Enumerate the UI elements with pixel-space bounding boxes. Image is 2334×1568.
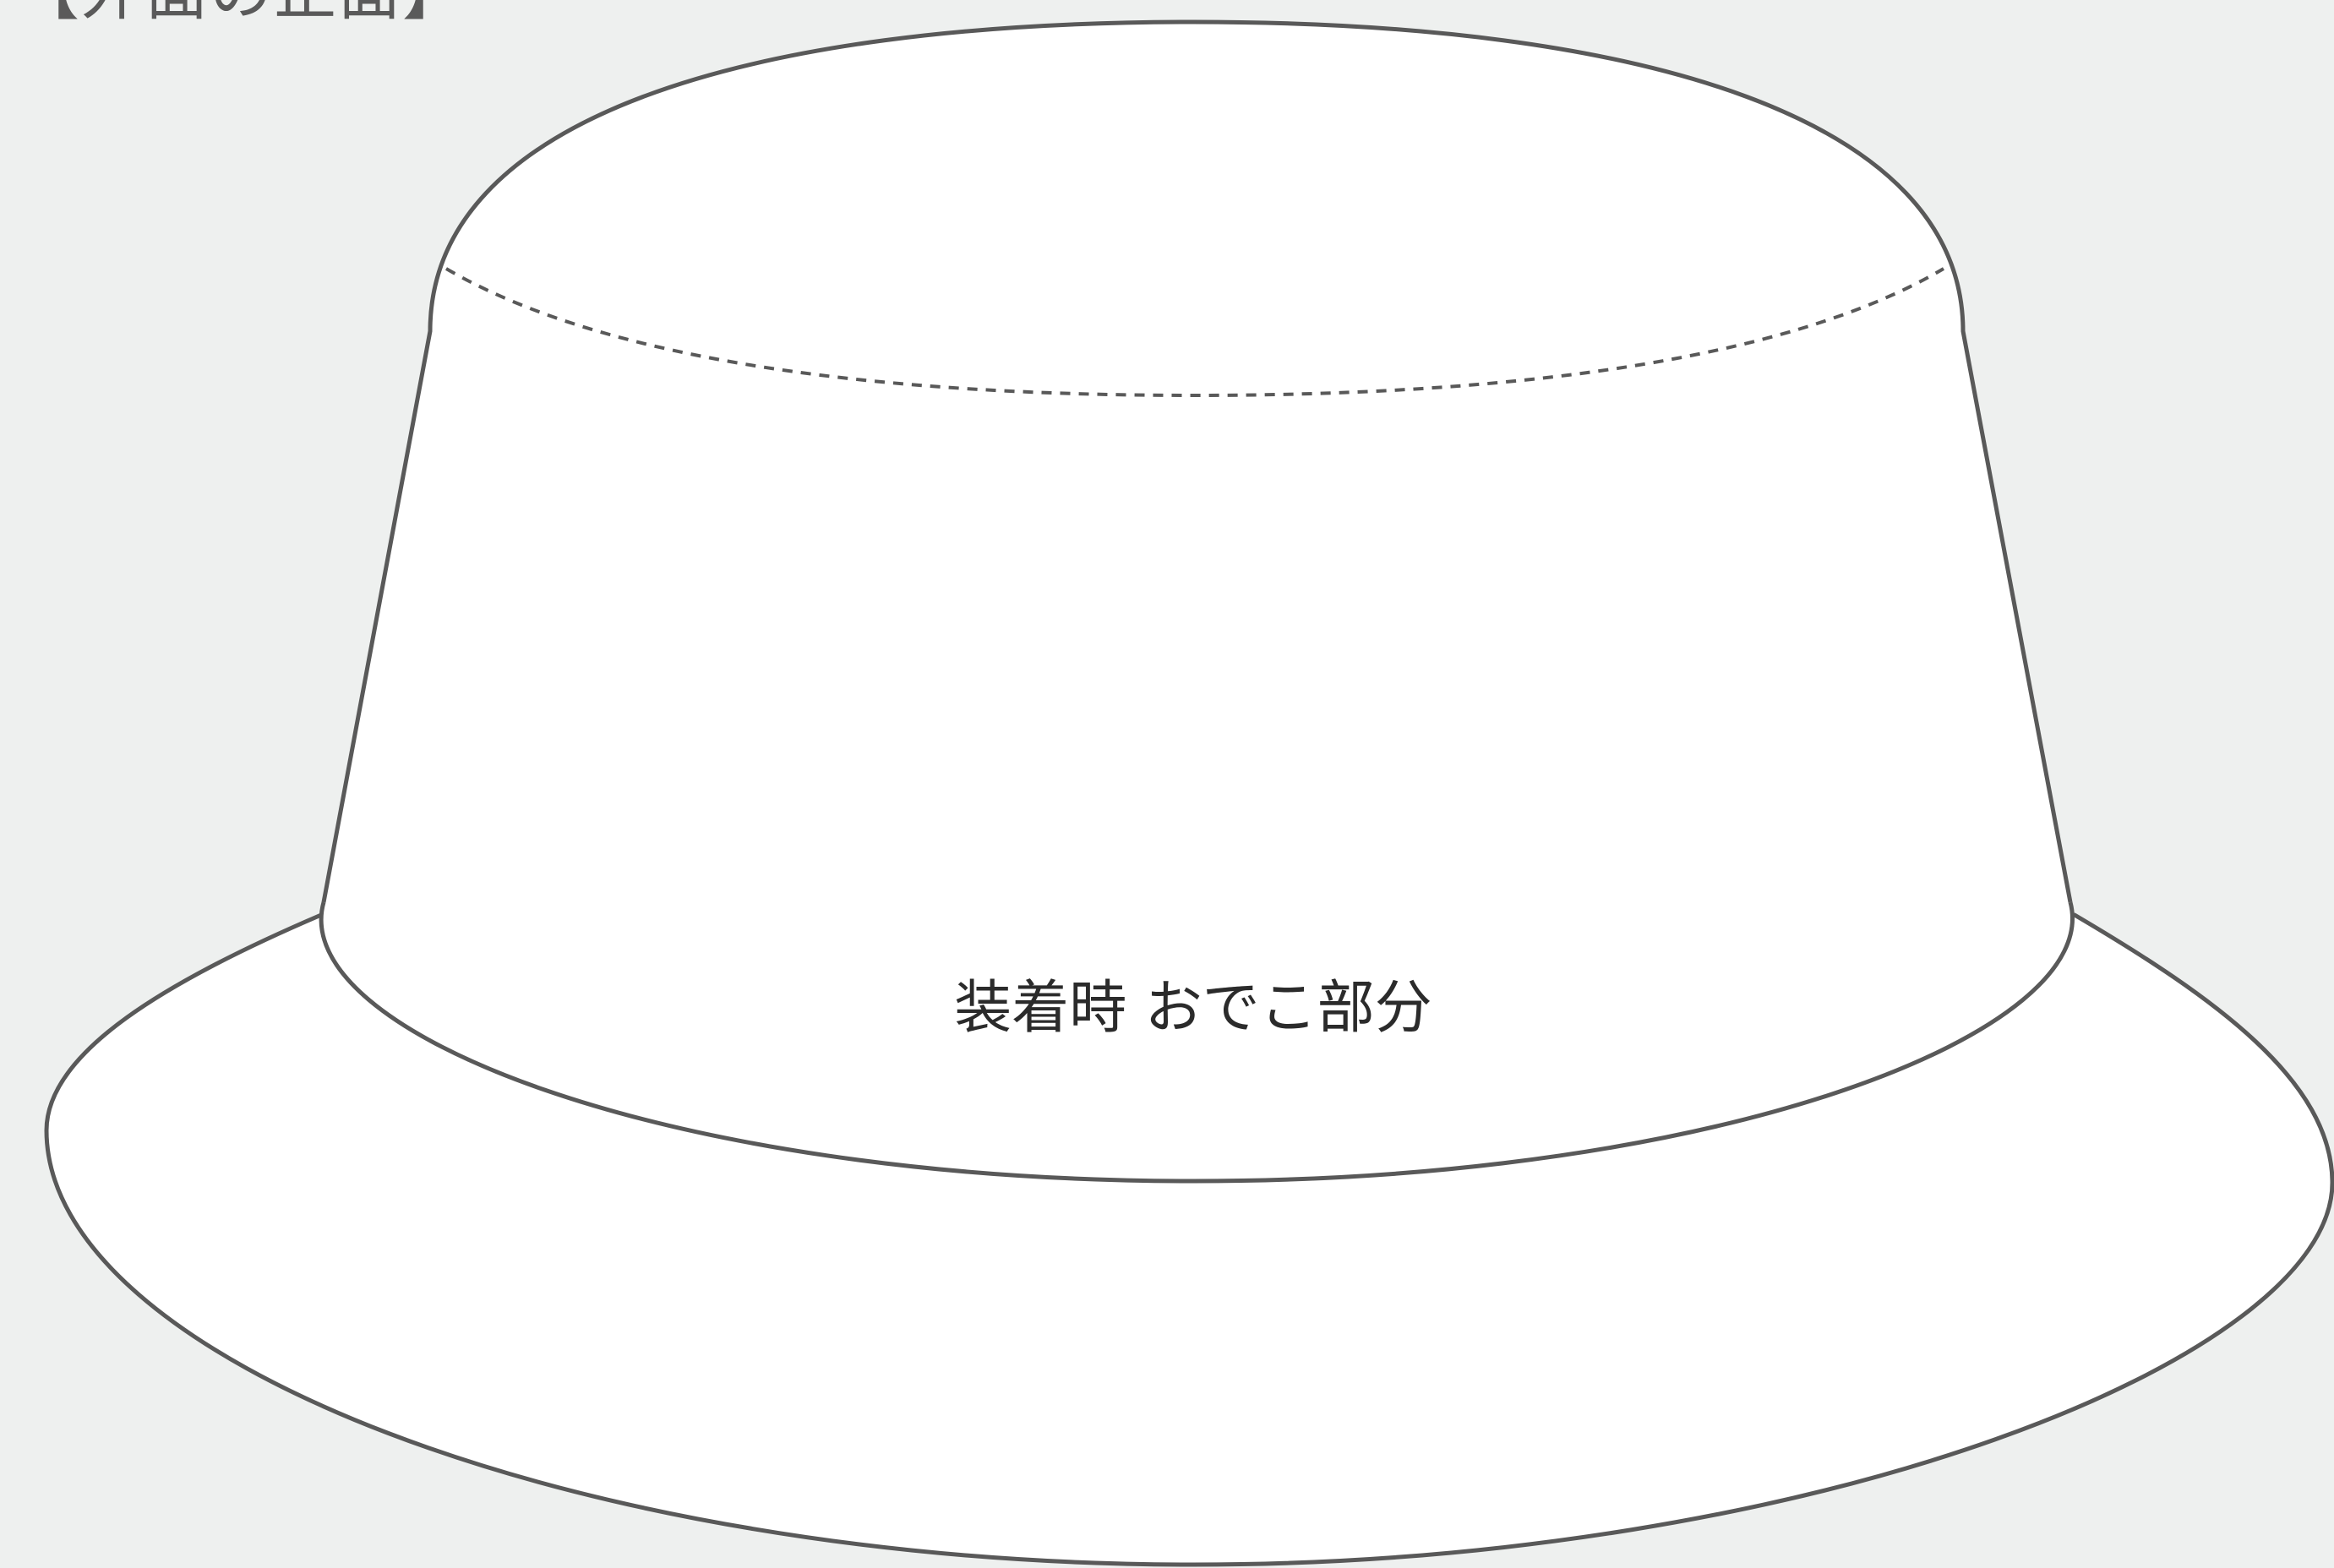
forehead-area-label: 装着時 おでこ部分 bbox=[954, 975, 1432, 1042]
hat-crown-top bbox=[430, 22, 1963, 331]
diagram-title: 【外面の正面】 bbox=[17, 0, 466, 24]
hat-crown-body bbox=[321, 331, 2073, 1181]
hat-stitch-seam bbox=[444, 267, 1945, 398]
hat-crown-outline bbox=[321, 19, 2073, 903]
hat-band-edge bbox=[319, 901, 2075, 1184]
